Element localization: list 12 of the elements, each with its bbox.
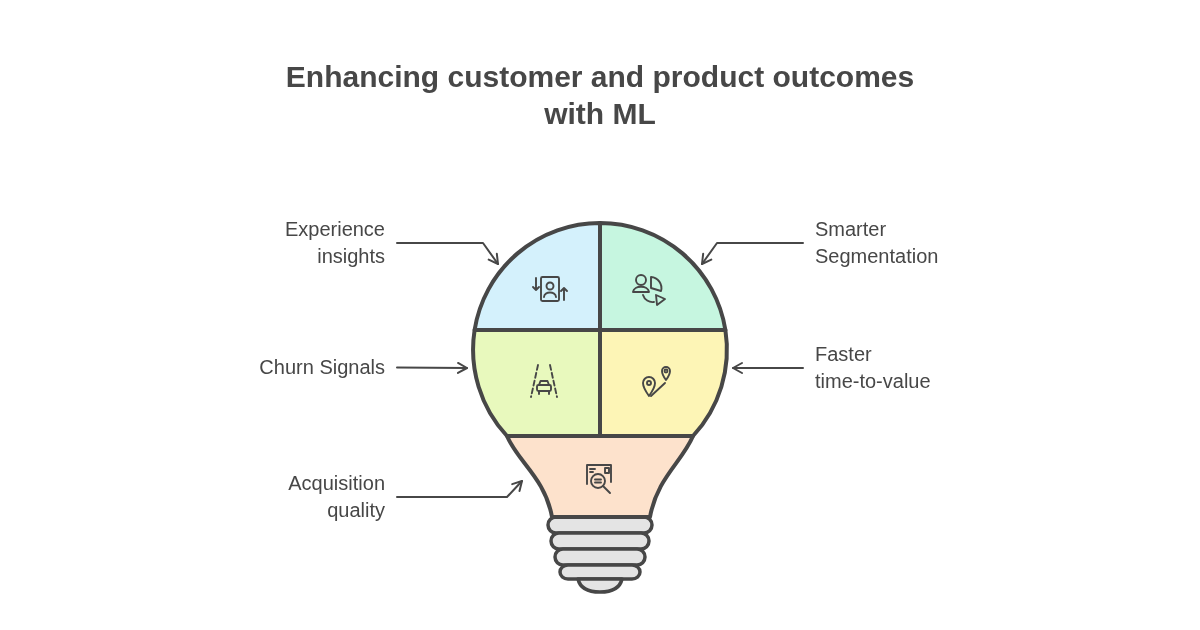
arrow <box>396 361 468 374</box>
arrow <box>732 362 804 374</box>
arrow <box>396 242 499 265</box>
arrow <box>701 242 804 265</box>
title: Enhancing customer and product outcomes with ML <box>284 59 916 132</box>
callout-label: Experience insights <box>255 216 385 270</box>
bulb-segment <box>505 434 695 519</box>
callout-label: Smarter Segmentation <box>815 216 965 270</box>
callout-label: Faster time-to-value <box>815 341 965 395</box>
arrow <box>396 480 523 498</box>
callout-label: Churn Signals <box>205 354 385 381</box>
callout-label: Acquisition quality <box>255 470 385 524</box>
